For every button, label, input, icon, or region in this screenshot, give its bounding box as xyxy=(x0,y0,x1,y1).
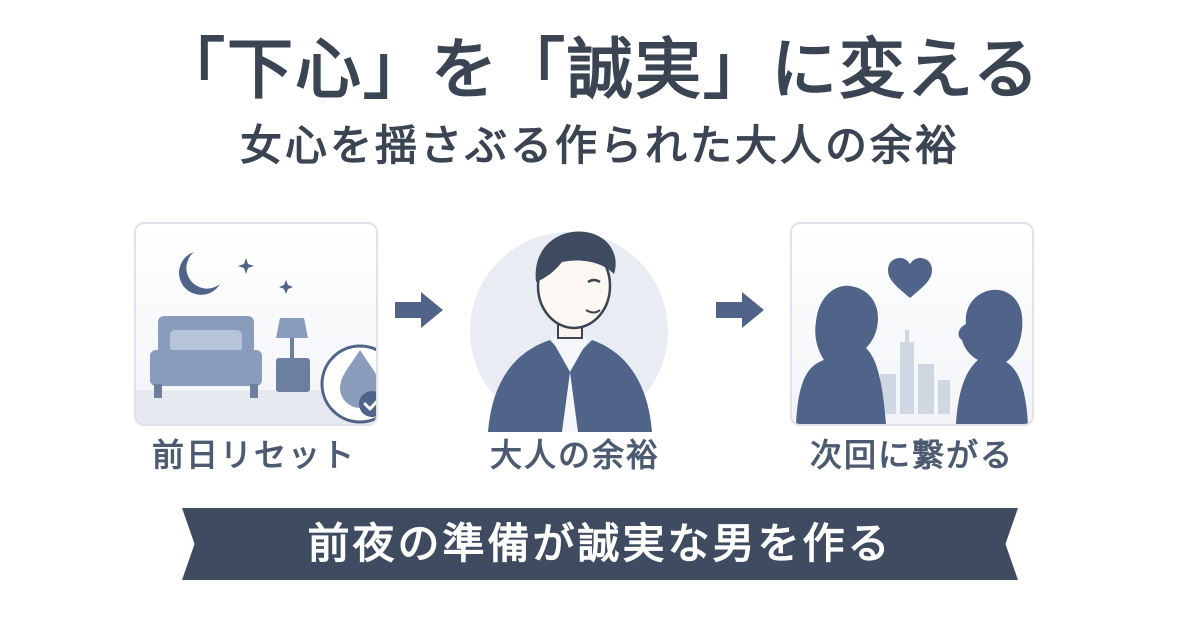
step-panel-reset xyxy=(134,222,378,426)
step-label-reset: 前日リセット xyxy=(151,436,356,474)
arrow-right-icon xyxy=(395,292,443,328)
arrow-right-icon xyxy=(716,292,764,328)
step-label-next: 次回に繋がる xyxy=(809,436,1014,474)
page-title: 「下心」を「誠実」に変える xyxy=(158,31,1042,108)
bedroom-night-icon xyxy=(136,252,376,424)
page-subtitle: 女心を揺さぶる作られた大人の余裕 xyxy=(239,121,960,170)
banner-text: 前夜の準備が誠実な男を作る xyxy=(307,519,893,568)
step-label-composure: 大人の余裕 xyxy=(489,436,660,474)
water-drop-check-badge-icon xyxy=(320,344,376,424)
couple-heart-city-icon xyxy=(796,258,1028,424)
bottom-banner xyxy=(182,508,1018,580)
calm-man-portrait-icon xyxy=(488,231,652,432)
step-panel-next xyxy=(790,222,1034,426)
